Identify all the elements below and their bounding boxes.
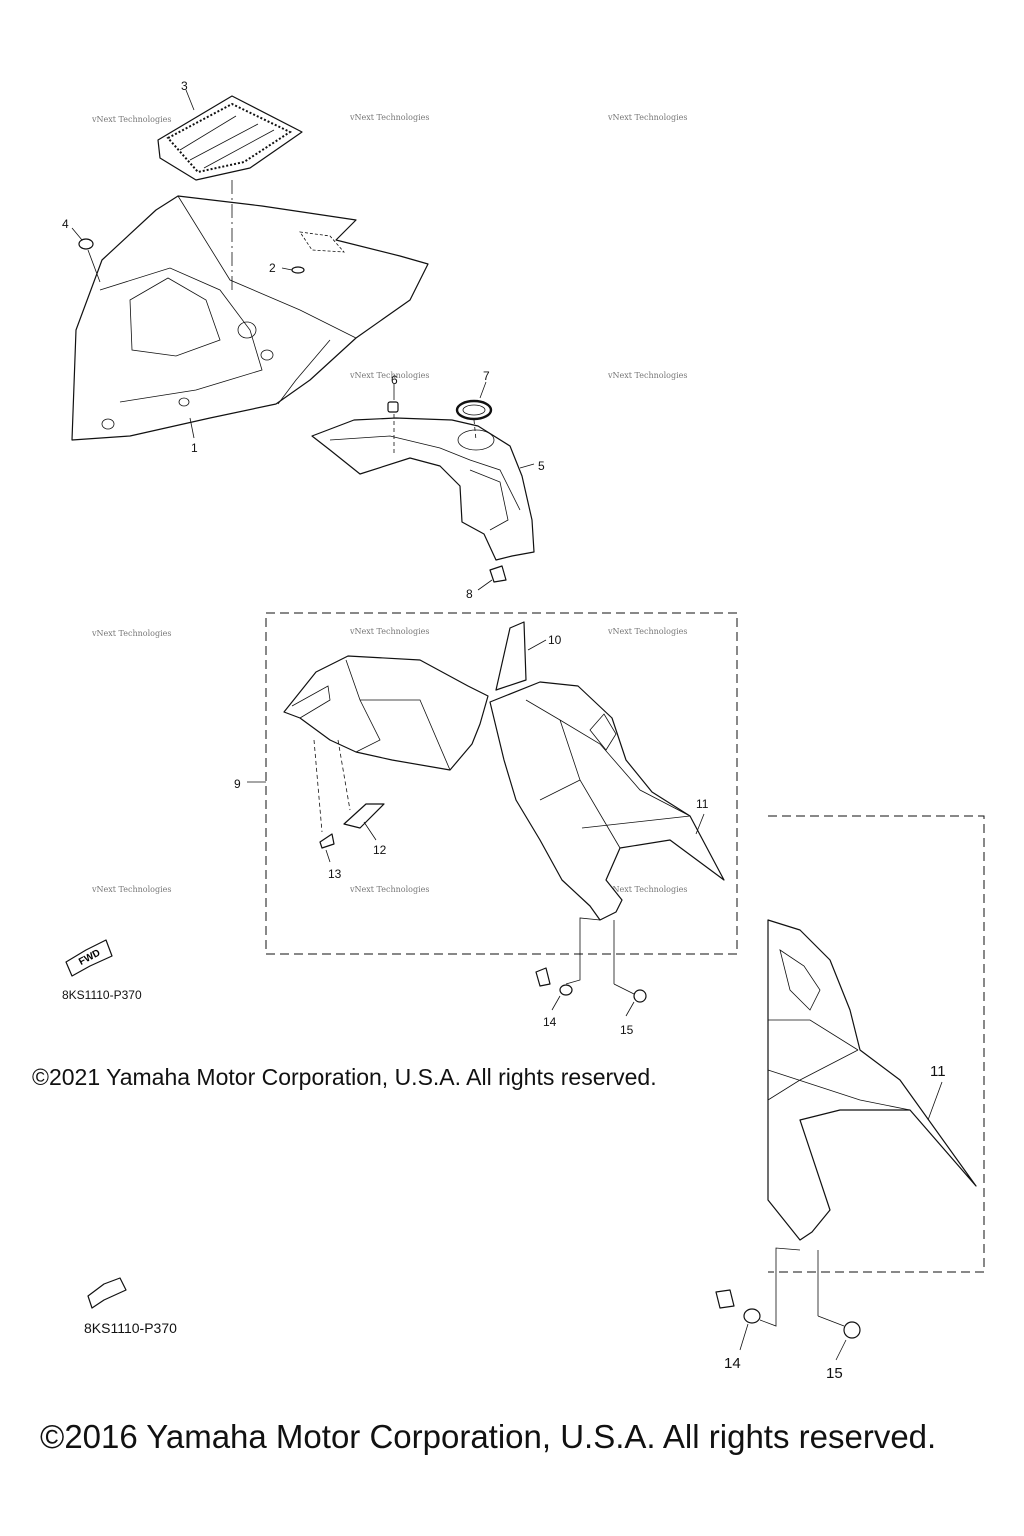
callout-12: 12 [373, 843, 387, 857]
diagram-code-2: 8KS1110-P370 [84, 1320, 177, 1336]
watermark: vNext Technologies [349, 885, 429, 894]
watermark: vNext Technologies [349, 627, 429, 636]
callout-15-enlarged: 15 [826, 1365, 843, 1382]
copyright-notice: ©2021 Yamaha Motor Corporation, U.S.A. A… [32, 1064, 657, 1090]
callout-2: 2 [269, 261, 276, 275]
part-8-nut [477, 565, 507, 591]
callout-15: 15 [620, 1023, 634, 1037]
part-13-label [313, 739, 335, 863]
fwd-arrow: FWD [65, 939, 113, 977]
watermark: vNext Technologies [91, 885, 171, 894]
watermark: vNext Technologies [607, 371, 687, 380]
callout-5: 5 [538, 459, 545, 473]
part-11-lower-cowl-right [489, 681, 725, 921]
watermark: vNext Technologies [349, 371, 429, 380]
callout-3: 3 [181, 79, 188, 93]
watermark: vNext Technologies [607, 885, 687, 894]
callout-8: 8 [466, 587, 473, 601]
part-3-grille [157, 89, 303, 181]
callout-1: 1 [191, 441, 198, 455]
part-12-label [337, 739, 385, 841]
watermark: vNext Technologies [607, 627, 687, 636]
watermark: vNext Technologies [349, 113, 429, 122]
part-4-screw [71, 227, 101, 283]
part-2-rivet [281, 231, 345, 274]
part-1-cowl [71, 180, 429, 441]
part-14-grommet [535, 917, 601, 1011]
part-5-inner-panel [311, 417, 535, 561]
part-7-ring [455, 381, 493, 441]
callout-11: 11 [696, 797, 709, 811]
watermark: vNext Technologies [91, 629, 171, 638]
callout-14: 14 [543, 1015, 557, 1029]
watermark: vNext Technologies [91, 115, 171, 124]
part-10-lower-cowl [283, 621, 547, 771]
copyright-notice-2: ©2016 Yamaha Motor Corporation, U.S.A. A… [40, 1418, 937, 1455]
watermark: vNext Technologies [607, 113, 687, 122]
enlarged-detail [87, 815, 985, 1361]
callout-10: 10 [548, 633, 562, 647]
callout-11-enlarged: 11 [930, 1063, 946, 1080]
callout-4: 4 [62, 217, 69, 231]
part-6-screw [387, 384, 399, 454]
callout-7: 7 [483, 369, 490, 383]
callout-13: 13 [328, 867, 342, 881]
callouts: 1 2 3 4 5 6 7 8 9 10 11 12 13 14 15 11 1… [62, 79, 946, 1382]
part-15-screw [613, 920, 647, 1017]
callout-6: 6 [391, 373, 398, 387]
callout-14-enlarged: 14 [724, 1355, 741, 1372]
diagram-code: 8KS1110-P370 [62, 988, 142, 1002]
callout-9: 9 [234, 777, 241, 791]
